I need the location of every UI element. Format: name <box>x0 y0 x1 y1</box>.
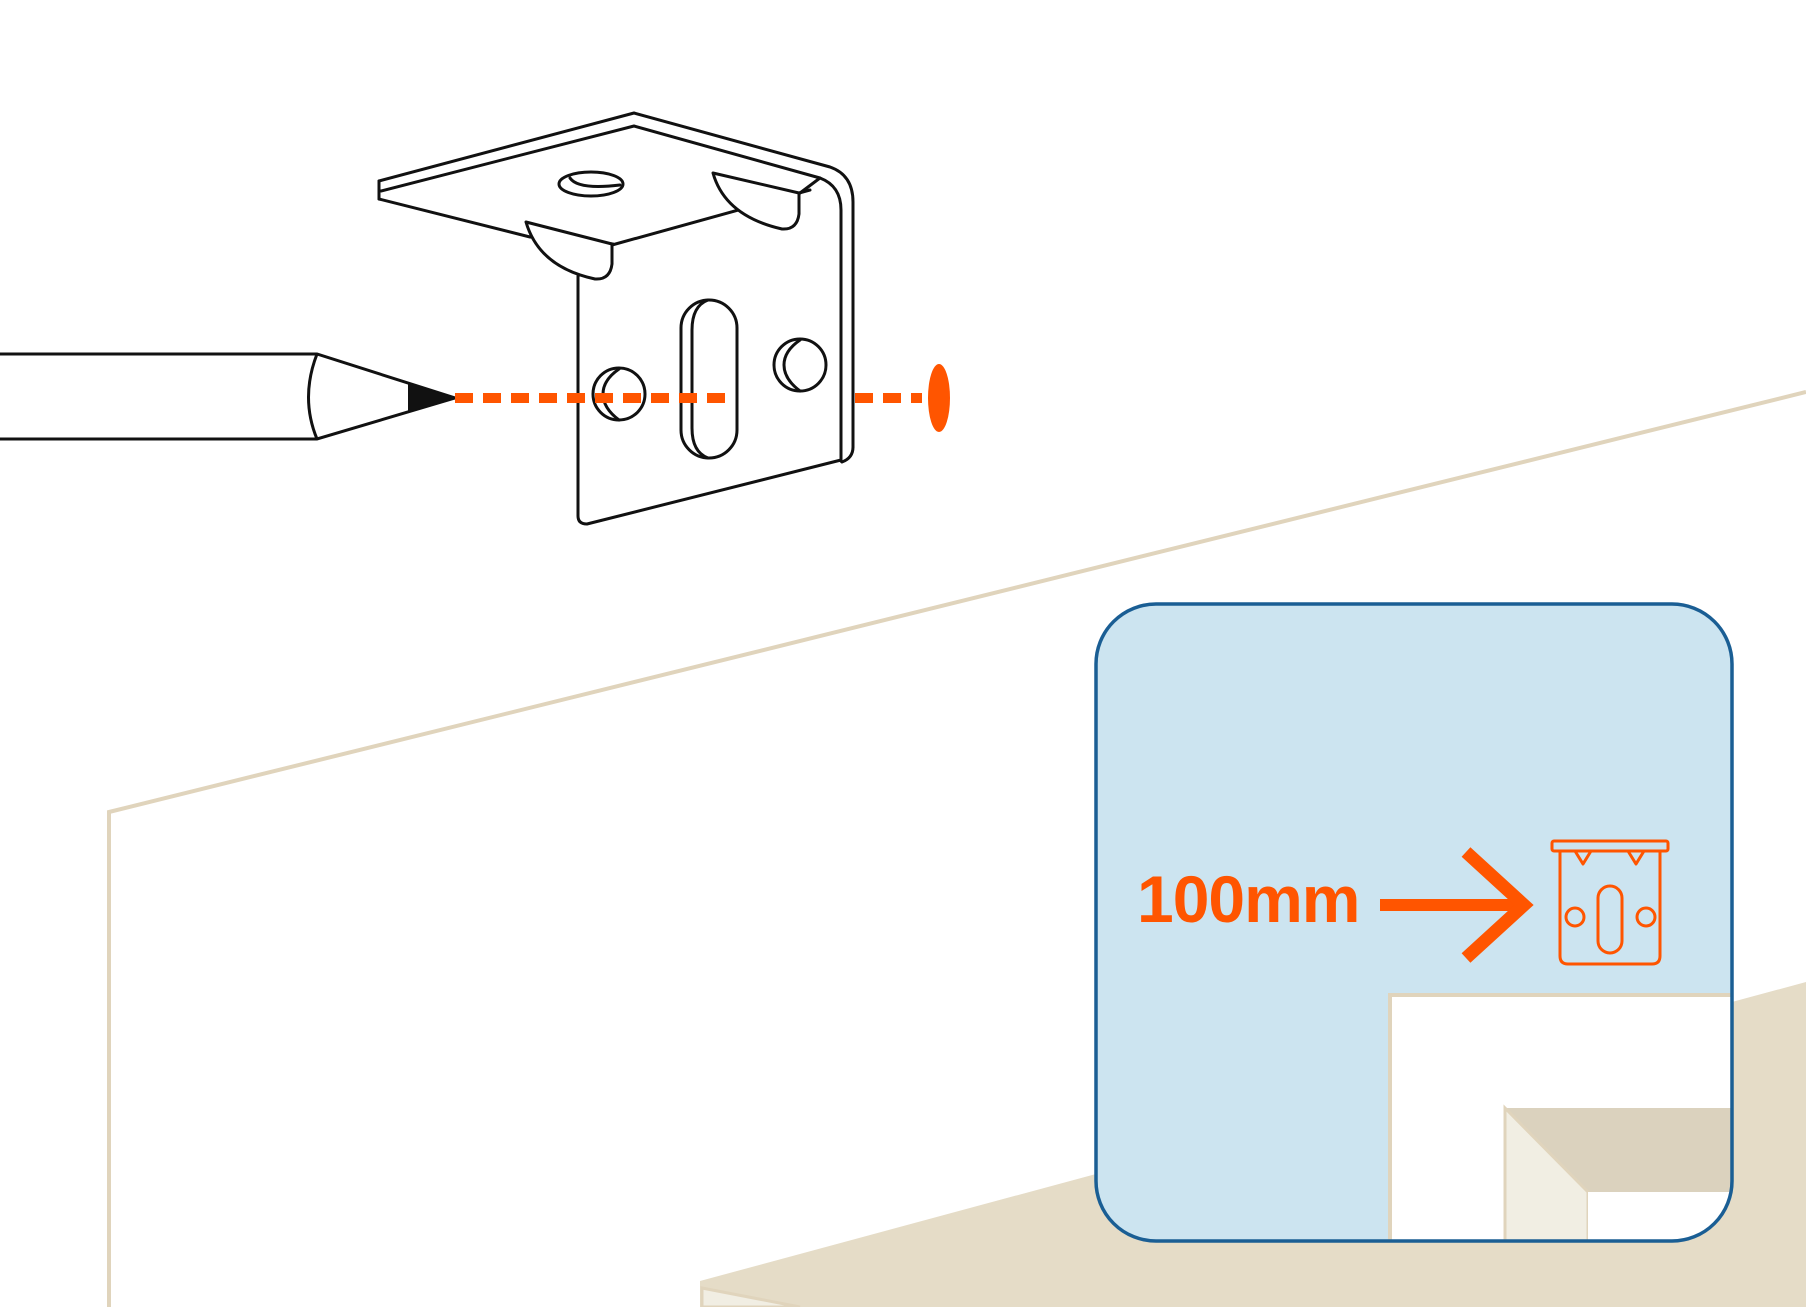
cabinet-front-strip <box>700 1286 801 1307</box>
pencil-icon <box>0 352 461 441</box>
corner-bracket-icon <box>377 111 855 526</box>
small-bracket-icon <box>1550 839 1670 966</box>
wall-outline <box>107 390 1806 1307</box>
callout-cabinet-detail <box>1388 993 1732 1241</box>
callout-box: 100mm <box>1094 602 1734 1243</box>
callout-border <box>1094 602 1734 1243</box>
arrow-right-icon <box>1380 847 1534 963</box>
drill-mark-icon <box>928 364 950 432</box>
distance-label: 100mm <box>1137 862 1360 936</box>
